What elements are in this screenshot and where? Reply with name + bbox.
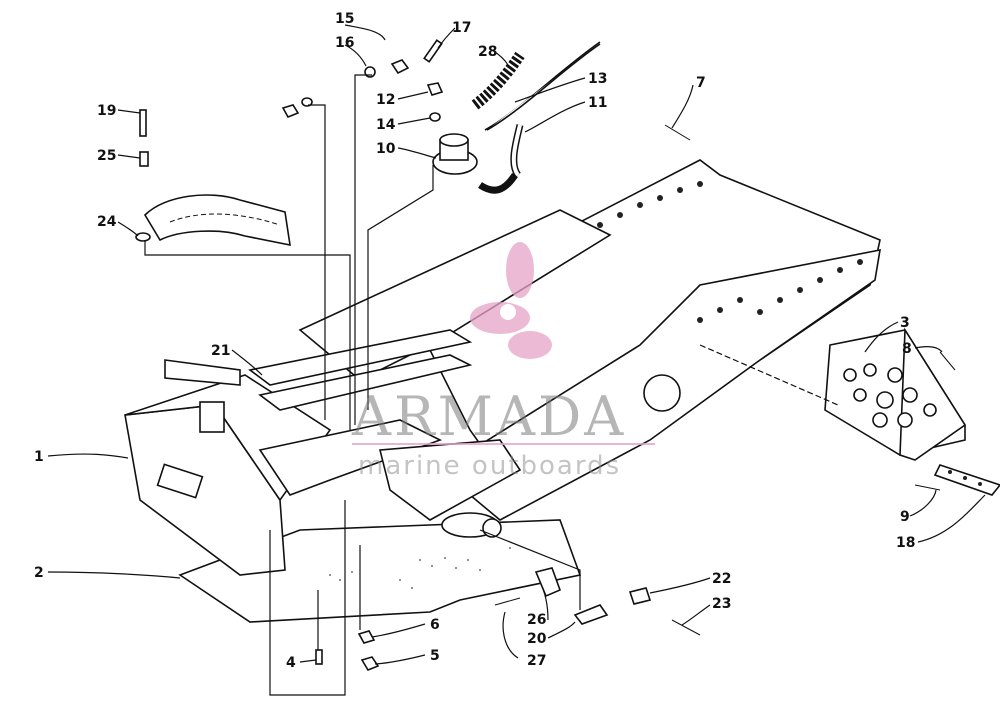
front-bulkhead bbox=[124, 359, 522, 576]
steering-crossmember bbox=[248, 329, 473, 411]
hardware bbox=[139, 39, 956, 671]
callout-25: 25 bbox=[97, 148, 116, 164]
watermark: ARMADA marine outboards bbox=[351, 242, 655, 481]
tunnel-frame bbox=[298, 159, 881, 521]
callout-2: 2 bbox=[34, 565, 44, 581]
watermark-brand: ARMADA bbox=[351, 385, 626, 448]
callout-14: 14 bbox=[376, 117, 396, 133]
callout-11: 11 bbox=[588, 95, 607, 111]
callout-22: 22 bbox=[712, 571, 731, 587]
callout-15: 15 bbox=[335, 11, 354, 27]
callout-7: 7 bbox=[696, 75, 706, 91]
callout-18: 18 bbox=[896, 535, 915, 551]
callout-8: 8 bbox=[902, 341, 912, 357]
watermark-tagline: marine outboards bbox=[358, 451, 621, 481]
callout-26: 26 bbox=[527, 612, 546, 628]
callout-labels: 1 2 3 4 5 6 7 8 9 10 11 12 13 14 15 16 1… bbox=[34, 11, 915, 671]
watermark-logo bbox=[470, 242, 552, 359]
callout-13: 13 bbox=[588, 71, 607, 87]
callout-5: 5 bbox=[430, 648, 440, 664]
callout-27: 27 bbox=[527, 653, 546, 669]
rear-strap bbox=[933, 464, 1000, 496]
callout-21: 21 bbox=[211, 343, 230, 359]
callout-28: 28 bbox=[478, 44, 497, 60]
steering-tube bbox=[135, 194, 291, 247]
callout-20: 20 bbox=[527, 631, 547, 647]
rear-plate bbox=[824, 327, 967, 461]
callout-12: 12 bbox=[376, 92, 395, 108]
callout-19: 19 bbox=[97, 103, 116, 119]
callout-24: 24 bbox=[97, 214, 117, 230]
callout-16: 16 bbox=[335, 35, 354, 51]
callout-6: 6 bbox=[430, 617, 440, 633]
leader-lines bbox=[47, 24, 986, 696]
callout-3: 3 bbox=[900, 315, 910, 331]
callout-4: 4 bbox=[286, 655, 296, 671]
callout-1: 1 bbox=[34, 449, 44, 465]
callout-9: 9 bbox=[900, 509, 910, 525]
fuel-pump bbox=[432, 133, 478, 175]
callout-23: 23 bbox=[712, 596, 731, 612]
hoses bbox=[471, 41, 601, 194]
callout-10: 10 bbox=[376, 141, 396, 157]
callout-17: 17 bbox=[452, 20, 471, 36]
